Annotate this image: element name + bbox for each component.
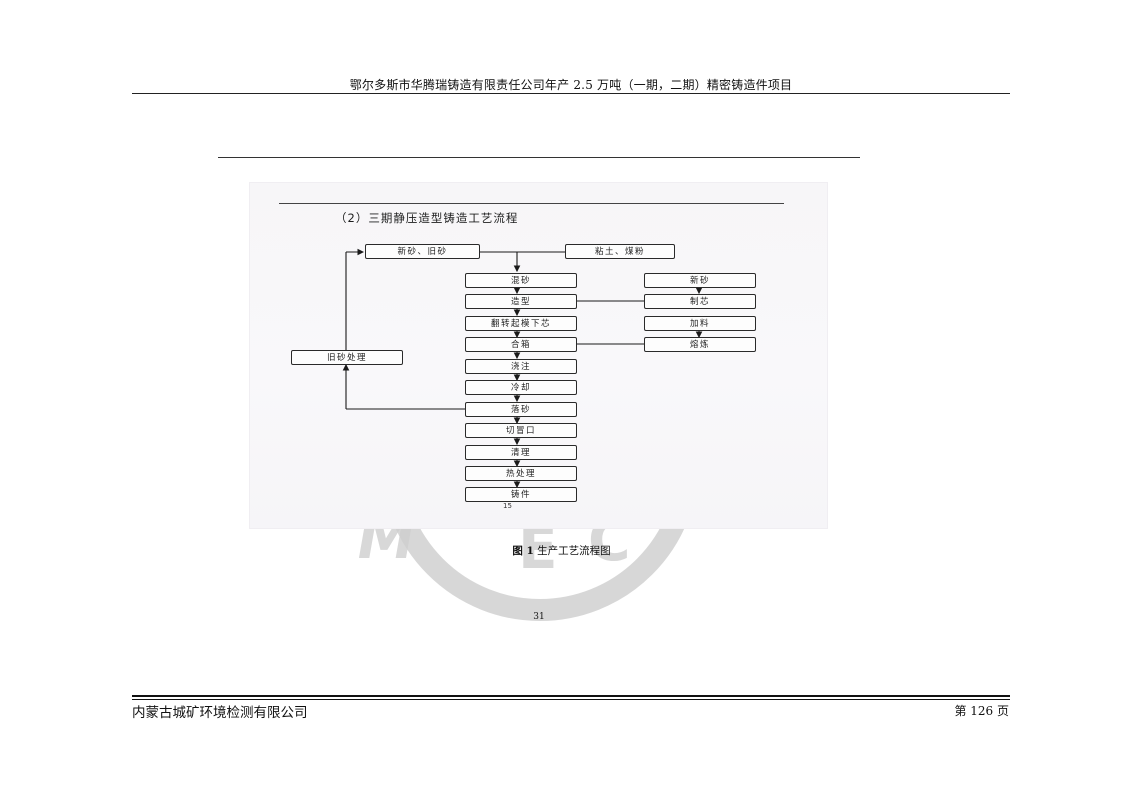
inner-rule xyxy=(218,157,860,158)
flowchart-section-title: （2）三期静压造型铸造工艺流程 xyxy=(335,211,519,225)
scan-top-line xyxy=(279,203,784,204)
figure-caption-label: 图 1 xyxy=(512,545,534,557)
flow-box-step-9: 清理 xyxy=(465,445,577,460)
footer-page-number: 第 126 页 xyxy=(954,704,1009,718)
flow-box-step-8: 切冒口 xyxy=(465,423,577,438)
flow-box-step-5: 浇注 xyxy=(465,359,577,374)
header-rule xyxy=(132,93,1010,94)
flow-box-sand-recycling: 旧砂处理 xyxy=(291,350,403,365)
flow-box-step-1: 混砂 xyxy=(465,273,577,288)
flow-box-core-sand: 新砂 xyxy=(644,273,756,288)
footer-company: 内蒙古城矿环境检测有限公司 xyxy=(132,705,308,721)
footer-rule-thick xyxy=(132,695,1010,697)
document-page-number: 31 xyxy=(533,612,545,622)
flow-box-step-7: 落砂 xyxy=(465,402,577,417)
footer-rule-thin xyxy=(132,699,1010,700)
scan-page-number: 15 xyxy=(503,502,512,510)
flow-box-step-4: 合箱 xyxy=(465,337,577,352)
flow-box-step-10: 热处理 xyxy=(465,466,577,481)
flow-box-charging: 加料 xyxy=(644,316,756,331)
flow-box-melting: 熔炼 xyxy=(644,337,756,352)
header-title: 鄂尔多斯市华腾瑞铸造有限责任公司年产 2.5 万吨（一期，二期）精密铸造件项目 xyxy=(349,78,793,92)
flow-box-core-making: 制芯 xyxy=(644,294,756,309)
flow-box-step-2: 造型 xyxy=(465,294,577,309)
flow-box-step-3: 翻转起模下芯 xyxy=(465,316,577,331)
flow-box-step-6: 冷却 xyxy=(465,380,577,395)
flow-box-step-11: 铸件 xyxy=(465,487,577,502)
flowchart-scan: （2）三期静压造型铸造工艺流程 xyxy=(249,182,828,529)
figure-caption-text: 生产工艺流程图 xyxy=(537,545,611,557)
flow-box-new-old-sand: 新砂、旧砂 xyxy=(365,244,480,259)
flow-box-clay-coal: 粘土、煤粉 xyxy=(565,244,675,259)
figure-caption: 图 1 生产工艺流程图 xyxy=(0,543,1123,558)
